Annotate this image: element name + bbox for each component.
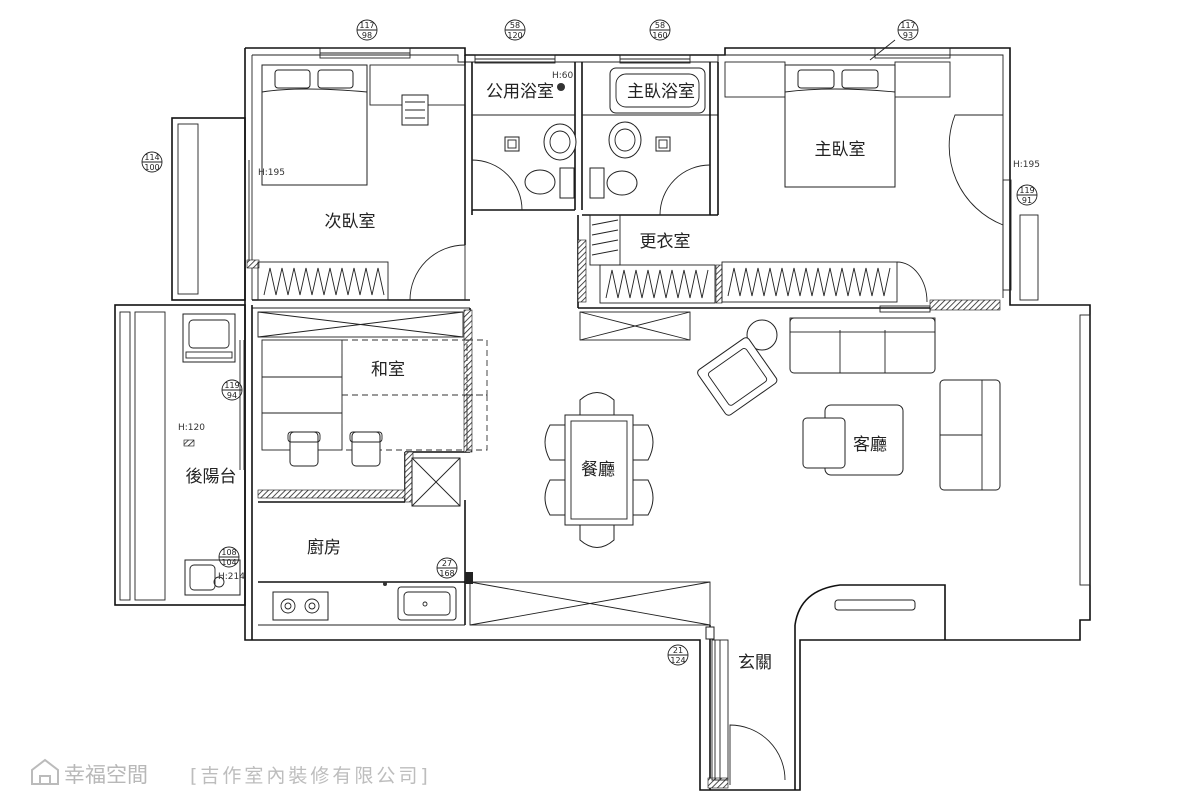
second-bedroom-bed — [261, 64, 466, 186]
svg-text:120: 120 — [507, 31, 522, 40]
svg-text:117: 117 — [359, 21, 374, 30]
ceiling-beams — [469, 311, 711, 626]
room-label-living: 客廳 — [853, 435, 887, 455]
svg-text:119: 119 — [224, 381, 239, 390]
svg-text:119: 119 — [1019, 186, 1034, 195]
living-room-furniture — [697, 305, 1001, 611]
window-tag: 117 93 — [897, 19, 919, 41]
room-label-entrance: 玄關 — [738, 653, 772, 673]
window-tag: 27 168 — [436, 557, 458, 579]
watermark-brand: 幸福空間 — [64, 763, 148, 787]
column-marker — [465, 572, 473, 584]
master-bedroom-bed — [724, 61, 1039, 301]
window-tag: 21 124 — [667, 644, 689, 666]
svg-text:160: 160 — [652, 31, 667, 40]
balcony-fixtures — [182, 313, 241, 596]
svg-text:58: 58 — [655, 21, 665, 30]
window-tag: 114 100 — [141, 151, 163, 173]
window-tag: 119 94 — [221, 379, 243, 401]
windows — [319, 39, 1091, 586]
room-label-walk-in-closet: 更衣室 — [640, 232, 691, 252]
svg-text:94: 94 — [227, 391, 237, 400]
public-bath-fixtures — [471, 83, 577, 211]
height-label-balcony: H:120 — [178, 423, 205, 433]
svg-text:21: 21 — [673, 646, 683, 655]
svg-text:98: 98 — [362, 31, 372, 40]
dining-table-set — [544, 392, 654, 548]
window-tag: 119 91 — [1016, 184, 1038, 206]
entrance-door — [705, 626, 786, 785]
svg-text:124: 124 — [670, 656, 685, 665]
master-bath-fixtures — [589, 67, 711, 216]
height-label-public-bath: H:60 — [552, 71, 574, 81]
room-label-master-bedroom: 主臥室 — [815, 140, 866, 160]
house-logo-icon — [31, 758, 59, 785]
svg-text:114: 114 — [144, 153, 159, 162]
svg-text:58: 58 — [510, 21, 520, 30]
left-balcony-upper — [171, 117, 250, 301]
room-label-public-bath: 公用浴室 — [486, 82, 554, 102]
svg-text:93: 93 — [903, 31, 913, 40]
room-label-second-bedroom: 次臥室 — [325, 212, 376, 232]
svg-text:104: 104 — [221, 558, 236, 567]
japanese-room — [257, 311, 488, 507]
svg-text:27: 27 — [442, 559, 452, 568]
room-label-japanese-room: 和室 — [371, 360, 405, 380]
height-label-master-bedroom: H:195 — [1013, 160, 1040, 170]
back-balcony — [114, 304, 246, 606]
watermark-company: [吉作室內裝修有限公司] — [190, 765, 431, 787]
room-label-back-balcony: 後陽台 — [186, 467, 237, 487]
height-label-laundry: H:214 — [218, 572, 245, 582]
window-tag: 58 160 — [649, 19, 671, 41]
svg-text:117: 117 — [900, 21, 915, 30]
watermark: 幸福空間 [吉作室內裝修有限公司] — [31, 758, 431, 787]
window-tag: 108 104 — [218, 546, 240, 568]
height-label-second-bedroom: H:195 — [258, 168, 285, 178]
second-bedroom-wardrobe — [257, 261, 389, 301]
second-bedroom-door — [409, 244, 466, 301]
svg-text:91: 91 — [1022, 196, 1032, 205]
walk-in-closet-wardrobes — [589, 214, 928, 304]
svg-text:100: 100 — [144, 163, 159, 172]
svg-text:108: 108 — [221, 548, 236, 557]
room-label-kitchen: 廚房 — [307, 537, 341, 558]
window-tag: 58 120 — [504, 19, 526, 41]
room-label-master-bath: 主臥浴室 — [627, 82, 695, 102]
room-label-dining: 餐廳 — [581, 460, 615, 480]
window-tag: 117 98 — [356, 19, 378, 41]
kitchen-counter — [272, 582, 457, 621]
svg-text:168: 168 — [439, 569, 454, 578]
hatched-walls — [183, 239, 1001, 789]
